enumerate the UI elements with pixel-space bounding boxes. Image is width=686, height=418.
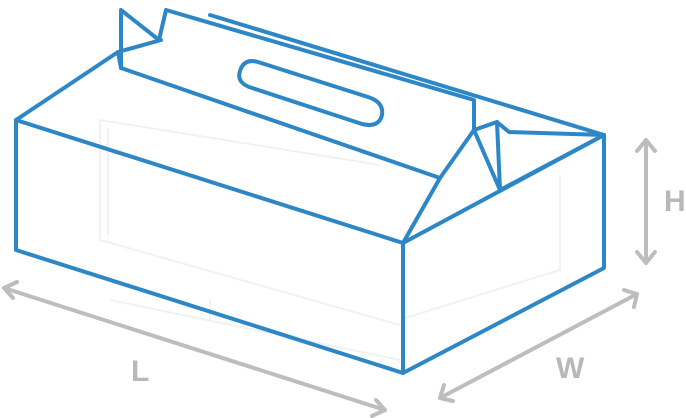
width-arrow-icon (438, 288, 639, 403)
box-front-face (14, 118, 405, 375)
length-label: L (131, 355, 149, 388)
box-right-flap (472, 120, 606, 137)
box-left-slope (14, 50, 123, 122)
box-back-left-roof (116, 38, 163, 54)
box-gable-front-panel (119, 8, 476, 245)
box-right-flap-edge (495, 120, 606, 192)
box-gable-base (119, 66, 442, 180)
width-label: W (556, 352, 585, 385)
height-arrow-icon (635, 138, 657, 265)
gable-box-icon (14, 8, 606, 375)
height-label: H (664, 185, 686, 218)
box-back-roof-edge (208, 13, 606, 137)
box-side-face (401, 133, 606, 375)
length-arrow-icon (2, 280, 387, 418)
handle-cutout (237, 59, 385, 127)
box-interior-ghost-lines (99, 119, 561, 361)
box-right-flap-fold (472, 128, 502, 192)
